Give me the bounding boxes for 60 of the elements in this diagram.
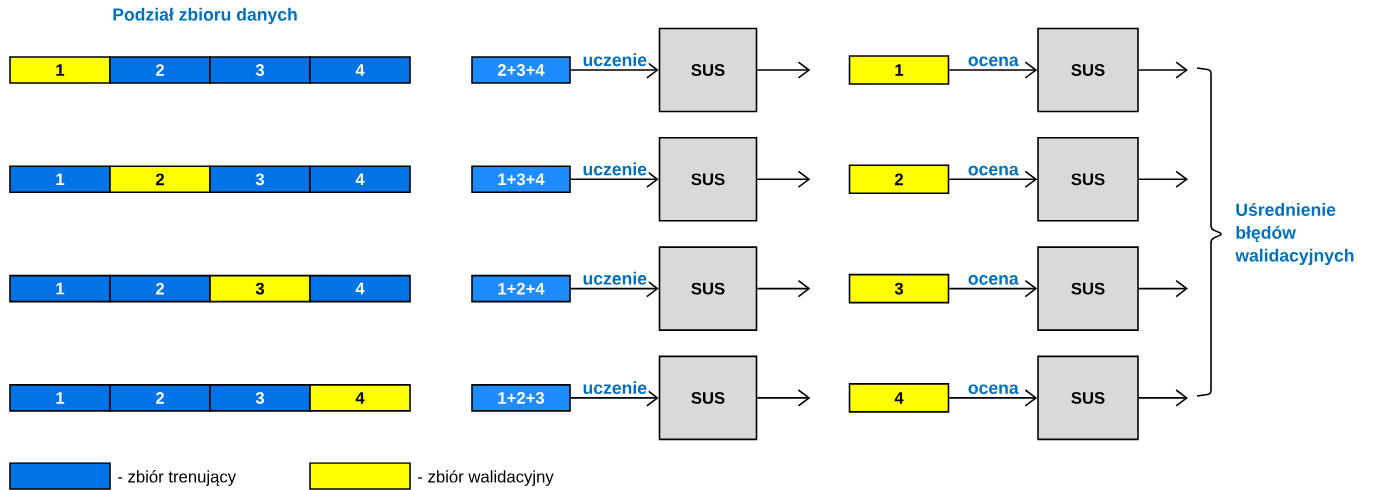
arrow bbox=[570, 279, 659, 298]
model-box: SUS bbox=[1037, 137, 1139, 222]
edge-label: uczenie bbox=[580, 270, 649, 287]
arrow bbox=[570, 389, 659, 407]
edge-label: uczenie bbox=[580, 51, 649, 68]
edge-label: ocena bbox=[966, 164, 1021, 178]
arrow bbox=[948, 389, 1038, 407]
result-text: Uśrednienie błędów walidacyjnych bbox=[1235, 202, 1354, 266]
arrow bbox=[948, 279, 1038, 298]
arrow bbox=[756, 61, 811, 79]
data-segment: 3 bbox=[209, 274, 311, 303]
legend-text: - zbiór trenujący bbox=[118, 470, 237, 486]
arrow bbox=[1138, 61, 1188, 79]
data-segment: 4 bbox=[309, 165, 411, 194]
arrow bbox=[756, 389, 811, 407]
arrow bbox=[756, 279, 811, 298]
training-set-box: 1+2+4 bbox=[471, 274, 571, 303]
validation-set-box: 1 bbox=[848, 55, 950, 85]
legend-text: - zbiór walidacyjny bbox=[418, 470, 554, 486]
model-box: SUS bbox=[1037, 355, 1139, 441]
edge-label: ocena bbox=[966, 382, 1021, 396]
model-box: SUS bbox=[1037, 246, 1139, 331]
data-segment: 4 bbox=[309, 56, 411, 84]
data-segment: 4 bbox=[309, 274, 411, 303]
validation-set-box: 3 bbox=[848, 273, 950, 304]
edge-label: ocena bbox=[966, 54, 1021, 68]
edge-label: uczenie bbox=[580, 379, 649, 396]
model-box: SUS bbox=[658, 27, 758, 113]
validation-set-box: 4 bbox=[848, 383, 950, 413]
edge-label: uczenie bbox=[580, 160, 649, 178]
data-segment: 3 bbox=[209, 384, 311, 412]
model-box: SUS bbox=[658, 355, 758, 441]
data-segment: 1 bbox=[9, 274, 111, 303]
data-segment: 1 bbox=[9, 165, 111, 194]
arrow bbox=[948, 61, 1038, 79]
title: Podział zbioru danych bbox=[113, 7, 297, 25]
edge-label: ocena bbox=[966, 273, 1021, 287]
training-set-box: 2+3+4 bbox=[471, 56, 571, 84]
data-segment: 2 bbox=[109, 165, 211, 194]
arrow bbox=[1138, 279, 1188, 298]
model-box: SUS bbox=[1037, 27, 1139, 113]
data-segment: 2 bbox=[109, 56, 211, 84]
arrow bbox=[948, 170, 1038, 188]
training-set-box: 1+2+3 bbox=[471, 384, 571, 412]
data-segment: 2 bbox=[109, 274, 211, 303]
arrow bbox=[570, 170, 659, 188]
data-segment: 2 bbox=[109, 384, 211, 412]
model-box: SUS bbox=[658, 137, 758, 222]
model-box: SUS bbox=[658, 246, 758, 331]
arrow bbox=[570, 61, 659, 79]
data-segment: 3 bbox=[209, 56, 311, 84]
data-segment: 4 bbox=[309, 384, 411, 412]
arrow bbox=[1138, 170, 1188, 188]
data-segment: 1 bbox=[9, 384, 111, 412]
arrow bbox=[1138, 389, 1188, 407]
validation-set-box: 2 bbox=[848, 164, 950, 195]
data-segment: 3 bbox=[209, 165, 311, 194]
data-segment: 1 bbox=[9, 56, 111, 84]
training-set-box: 1+3+4 bbox=[471, 165, 571, 194]
arrow bbox=[756, 170, 811, 188]
